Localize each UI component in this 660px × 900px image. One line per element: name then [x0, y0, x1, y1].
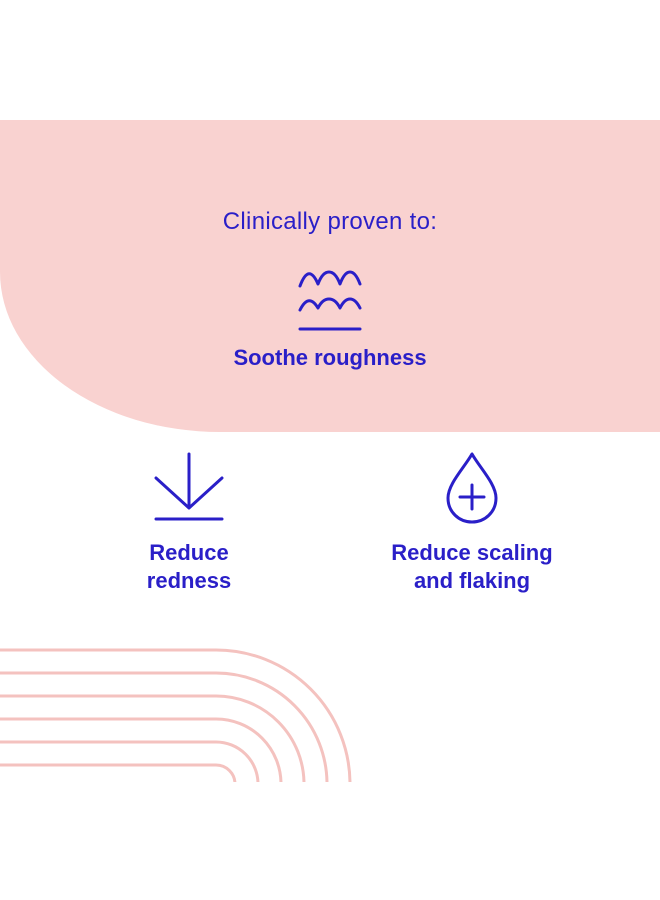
droplet-plus-icon: [446, 452, 498, 524]
benefit-label: Soothe roughness: [233, 345, 427, 370]
pink-background-panel: [0, 120, 660, 432]
benefit-label-line1: Reduce: [149, 540, 229, 565]
benefit-reduce-scaling: Reduce scaling and flaking: [352, 539, 592, 595]
benefit-label-line1: Reduce scaling: [391, 540, 553, 565]
decorative-arcs: [0, 648, 352, 782]
benefit-soothe-roughness: Soothe roughness: [130, 344, 530, 372]
benefit-label-line2: and flaking: [413, 568, 531, 593]
intro-heading: Clinically proven to:: [222, 208, 438, 235]
benefit-label-line2: redness: [146, 568, 232, 593]
waves-icon: [298, 270, 362, 331]
down-arrow-icon: [154, 452, 224, 521]
benefit-reduce-redness: Reduce redness: [89, 539, 289, 595]
